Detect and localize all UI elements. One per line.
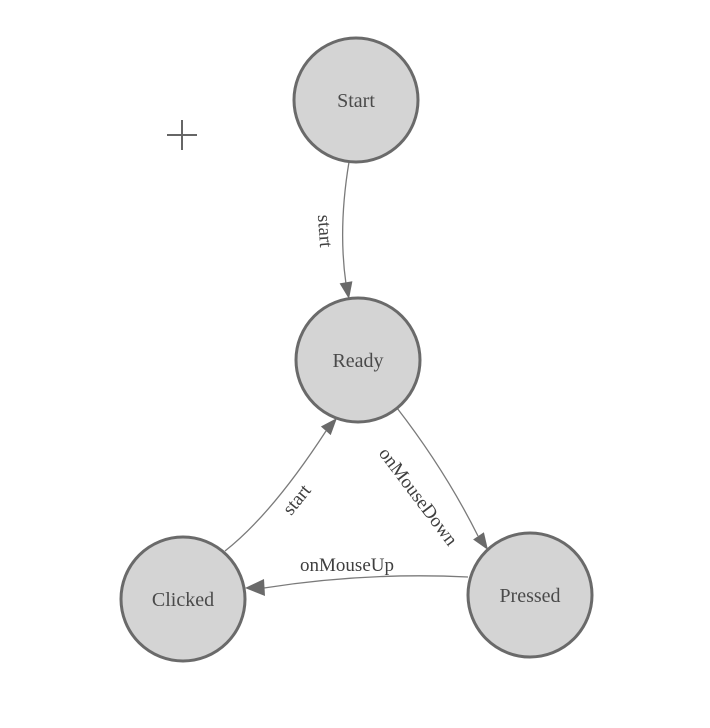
state-node-ready[interactable]: Ready (294, 296, 422, 424)
state-node-clicked-circle[interactable] (119, 535, 247, 663)
state-node-ready-label: Ready (332, 350, 383, 372)
state-node-pressed-label: Pressed (499, 585, 560, 607)
edge-ready-to-pressed[interactable]: onMouseDown (374, 407, 488, 551)
arrowhead-pressed-to-clicked-icon (245, 579, 265, 596)
edge-label-clicked-to-ready: start (279, 480, 316, 519)
state-node-clicked-label: Clicked (152, 589, 214, 611)
state-node-ready-circle[interactable] (294, 296, 422, 424)
state-node-start[interactable]: Start (292, 36, 420, 164)
arrowhead-clicked-to-ready-icon (320, 418, 337, 436)
edge-line-ready-to-pressed[interactable] (396, 407, 479, 537)
state-node-start-label: Start (337, 90, 375, 112)
edge-start-to-ready[interactable]: start (313, 161, 353, 299)
state-node-pressed-circle[interactable] (466, 531, 594, 659)
edge-line-clicked-to-ready[interactable] (224, 430, 327, 552)
edge-label-start-to-ready: start (313, 214, 336, 249)
edge-label-pressed-to-clicked: onMouseUp (300, 555, 394, 576)
arrowhead-ready-to-pressed-icon (473, 532, 488, 550)
edge-pressed-to-clicked[interactable]: onMouseUp (245, 555, 469, 596)
state-node-clicked[interactable]: Clicked (119, 535, 247, 663)
state-node-start-circle[interactable] (292, 36, 420, 164)
state-node-pressed[interactable]: Pressed (466, 531, 594, 659)
crosshair-icon (167, 120, 197, 150)
arrowhead-start-to-ready-icon (339, 281, 353, 299)
edge-line-start-to-ready[interactable] (341, 161, 350, 285)
edge-clicked-to-ready[interactable]: start (224, 418, 337, 552)
edge-label-ready-to-pressed: onMouseDown (374, 444, 462, 551)
edge-line-pressed-to-clicked[interactable] (263, 575, 469, 589)
